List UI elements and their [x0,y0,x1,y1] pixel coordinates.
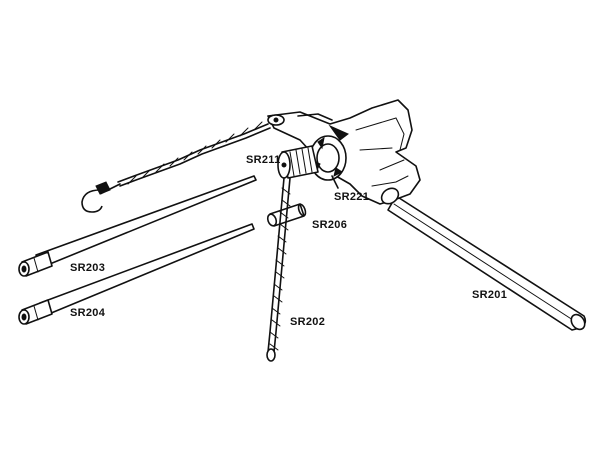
label-sr221: SR221 [334,191,369,203]
sprocket-shaft-sr211 [277,145,319,179]
label-sr204: SR204 [70,307,106,319]
label-sr203: SR203 [70,262,105,274]
hook-icon [81,181,121,213]
slack-chain [117,121,271,187]
label-sr206: SR206 [312,219,347,231]
load-chain-sr202 [266,177,291,362]
extension-bar-sr204 [18,223,255,325]
label-sr202: SR202 [290,316,325,328]
handle-bar-sr201 [387,195,587,331]
label-sr211: SR211 [246,154,281,166]
label-sr201: SR201 [472,289,507,301]
extension-bar-sr203 [18,175,257,277]
